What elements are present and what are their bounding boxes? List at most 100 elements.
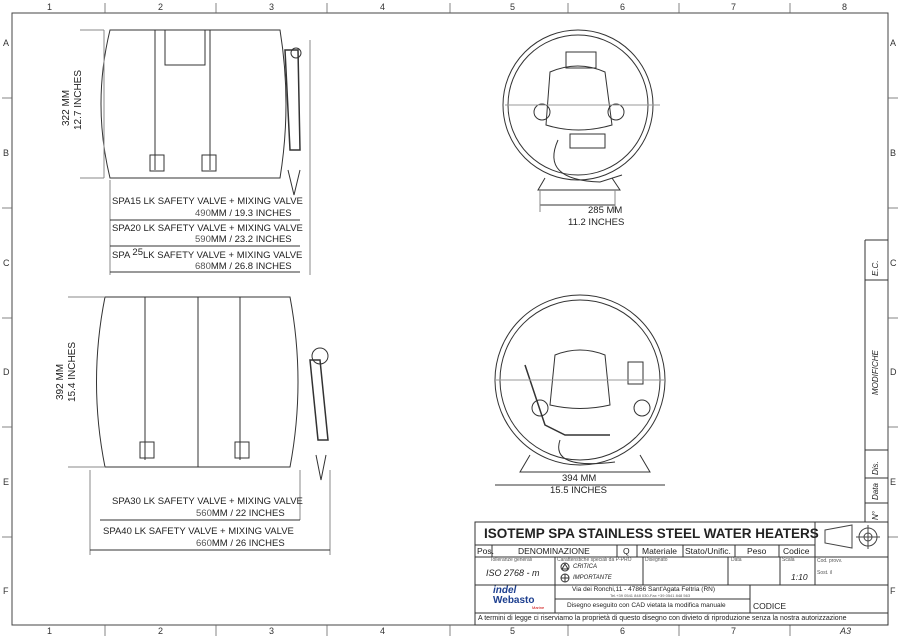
rev-data: Data	[871, 483, 880, 500]
grid-row-c: C	[3, 258, 10, 268]
disegnato-label: Disegnato	[645, 557, 668, 563]
tank-end-view-large	[494, 294, 666, 486]
rev-n: N°	[871, 511, 880, 520]
grid-row-b-right: B	[890, 148, 897, 158]
grid-col-7-bottom: 7	[731, 626, 737, 636]
grid-col-5: 5	[510, 2, 516, 12]
logo-sub: Marine	[532, 605, 545, 610]
header-stato: Stato/Unific.	[685, 546, 731, 556]
grid-row-d-right: D	[890, 367, 897, 377]
important-symbol-icon	[560, 573, 570, 583]
length-value: 590	[195, 234, 211, 245]
model-spa40-label: SPA40 LK SAFETY VALVE + MIXING VALVE	[103, 526, 294, 537]
header-q: Q	[623, 546, 630, 556]
rev-ec: E.C.	[871, 260, 880, 276]
grid-col-2: 2	[158, 2, 164, 12]
tank-side-view-small	[80, 29, 311, 275]
label-prefix: SPA	[112, 250, 130, 261]
logo-bottom: Webasto	[493, 595, 535, 606]
length-value: 660	[196, 538, 212, 549]
grid-row-e: E	[3, 477, 10, 487]
length-value: 490	[195, 208, 211, 219]
grid-col-2-bottom: 2	[158, 626, 164, 636]
sost-label: Sost. il	[817, 570, 833, 576]
grid-col-6: 6	[620, 2, 626, 12]
header-peso: Peso	[747, 546, 767, 556]
cod-prov-label: Cod. provv.	[817, 558, 843, 564]
model-spa15-label: SPA15 LK SAFETY VALVE + MIXING VALVE	[112, 196, 303, 207]
grid-row-a: A	[3, 38, 10, 48]
phone: Tel.+39 0541 848 030-Fax +39 0541 848 56…	[610, 593, 691, 598]
width-mm-large: 394 MM	[562, 473, 597, 484]
grid-row-a-right: A	[890, 38, 897, 48]
grid-col-3: 3	[269, 2, 275, 12]
length-value: 560	[196, 508, 212, 519]
length-rest: MM / 26 INCHES	[211, 538, 285, 549]
special-label: Caratteristiche speciali da P-PRO	[557, 557, 632, 563]
grid-ticks	[2, 3, 898, 636]
header-materiale: Materiale	[642, 546, 677, 556]
indel-webasto-logo: indel Webasto Marine	[488, 586, 550, 612]
grid-row-c-right: C	[890, 258, 897, 268]
grid-col-5-bottom: 5	[510, 626, 516, 636]
height-in-large: 15.4 INCHES	[67, 341, 78, 402]
model-spa40-length: 660MM / 26 INCHES	[196, 539, 285, 549]
grid-col-1: 1	[47, 2, 53, 12]
model-spa25-length: 680MM / 26.8 INCHES	[195, 262, 292, 272]
cad-note: Disegno eseguito con CAD vietata la modi…	[567, 602, 726, 609]
model-spa30-length: 560MM / 22 INCHES	[196, 509, 285, 519]
logo-top: indel	[493, 585, 517, 596]
height-in-small: 12.7 INCHES	[73, 69, 84, 130]
rev-dis: Dis.	[871, 461, 880, 475]
grid-row-e-right: E	[890, 477, 897, 487]
height-mm-large: 392 MM	[55, 363, 66, 400]
length-rest: MM / 26.8 INCHES	[210, 261, 292, 272]
critica-label: CRITICA	[573, 564, 597, 570]
model-spa15-length: 490MM / 19.3 INCHES	[195, 209, 292, 219]
grid-col-6-bottom: 6	[620, 626, 626, 636]
critical-symbol-icon	[560, 562, 570, 572]
grid-row-d: D	[3, 367, 10, 377]
length-rest: MM / 22 INCHES	[211, 508, 285, 519]
length-rest: MM / 23.2 INCHES	[210, 234, 292, 245]
tank-end-view-small	[502, 29, 660, 212]
length-rest: MM / 19.3 INCHES	[210, 208, 292, 219]
header-codice: Codice	[783, 546, 810, 556]
grid-col-4: 4	[380, 2, 386, 12]
tolerances-value: ISO 2768 - m	[486, 568, 540, 578]
projection-symbol-icon	[824, 524, 880, 549]
rev-modifiche: MODIFICHE	[871, 350, 880, 395]
height-mm-small: 322 MM	[61, 89, 72, 126]
label-suffix: LK SAFETY VALVE + MIXING VALVE	[143, 250, 303, 261]
importante-label: IMPORTANTE	[573, 575, 612, 581]
codice-label: CODICE	[753, 601, 787, 611]
model-spa30-label: SPA30 LK SAFETY VALVE + MIXING VALVE	[112, 496, 303, 507]
label-super: 25	[132, 247, 143, 258]
data-label: Data	[731, 557, 742, 563]
grid-col-4-bottom: 4	[380, 626, 386, 636]
grid-col-8: 8	[842, 2, 848, 12]
model-spa25-label: SPA 25LK SAFETY VALVE + MIXING VALVE	[112, 248, 303, 261]
scala-label: Scala	[782, 557, 795, 563]
grid-row-b: B	[3, 148, 10, 158]
tank-side-view-large	[68, 296, 331, 555]
model-spa20-length: 590MM / 23.2 INCHES	[195, 235, 292, 245]
scala-value: 1:10	[791, 572, 808, 582]
legal-note: A termini di legge ci riserviamo la prop…	[478, 615, 847, 622]
width-in-large: 15.5 INCHES	[550, 485, 608, 496]
width-mm-small: 285 MM	[588, 205, 623, 216]
grid-row-f: F	[3, 586, 9, 596]
grid-col-3-bottom: 3	[269, 626, 275, 636]
length-value: 680	[195, 261, 211, 272]
width-in-small: 11.2 INCHES	[568, 217, 625, 228]
header-denominazione: DENOMINAZIONE	[518, 546, 590, 556]
model-spa20-label: SPA20 LK SAFETY VALVE + MIXING VALVE	[112, 223, 303, 234]
address: Via dei Ronchi,11 - 47866 Sant'Agata Fel…	[572, 586, 715, 593]
drawing-title: ISOTEMP SPA STAINLESS STEEL WATER HEATER…	[484, 526, 819, 541]
header-pos: Pos.	[477, 546, 495, 556]
grid-col-7: 7	[731, 2, 737, 12]
sheet-size: A3	[840, 626, 852, 636]
grid-row-f-right: F	[890, 586, 896, 596]
grid-col-1-bottom: 1	[47, 626, 53, 636]
